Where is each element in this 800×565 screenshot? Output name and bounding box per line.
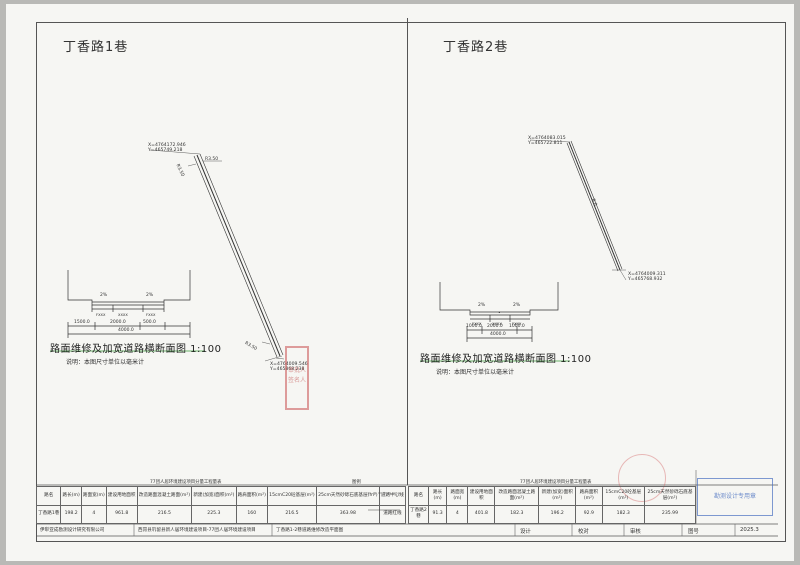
left-table-caption: 77团人居环境建设项目分量工程量表	[150, 480, 222, 485]
design-label: 设计	[520, 529, 531, 535]
left-quantity-table: 路名 路长(m) 路面宽(m) 建设用地面积 改造路面混凝土路面(m²) 新建(…	[35, 486, 407, 524]
coord-y: Y=465868.238	[270, 367, 305, 373]
table-cell: 198.2	[60, 504, 82, 524]
coord-y: Y=465722.811	[528, 141, 563, 147]
dimension-label: 1000.0	[466, 324, 482, 329]
stamp-text: 审批人	[287, 367, 306, 374]
left-section-title: 路面维修及加宽道路横断面图 1:100	[50, 344, 222, 355]
slope-label: 2%	[478, 303, 486, 308]
right-note: 说明：本图尺寸单位以毫米计	[436, 369, 515, 376]
legend-caption: 图例	[352, 480, 361, 485]
layer-label: FXXX	[96, 313, 106, 317]
table-cell: 182.3	[494, 504, 540, 524]
total-width-label: 4000.0	[490, 332, 506, 337]
table-header: 路长(m)	[60, 486, 82, 506]
table-header: 25cm天然砂砾石底基层(m²)	[643, 486, 697, 506]
check-label: 校对	[578, 529, 589, 535]
dimension-label: 500.0	[143, 320, 156, 325]
table-cell: 4	[80, 504, 107, 524]
dimension-label: 1000.0	[509, 324, 525, 329]
layer-label: FXXX	[472, 322, 482, 326]
stamp-text: 签名人	[287, 377, 306, 384]
left-note: 说明：本图尺寸单位以毫米计	[66, 359, 145, 366]
table-cell: 丁香路1巷	[35, 504, 62, 524]
coord-y: Y=465768.932	[628, 277, 663, 283]
table-row: 丁香路1巷 198.2 4 961.8 216.5 225.3 160 216.…	[35, 504, 407, 524]
table-cell: 196.2	[538, 504, 577, 524]
coord-y: Y=465749.218	[148, 148, 183, 154]
review-label: 审核	[630, 529, 641, 535]
date-label: 2025.3	[740, 527, 759, 533]
table-row: 丁香路2巷 91.3 4 401.8 182.3 196.2 92.9 182.…	[408, 504, 697, 524]
layer-label: XXXX	[118, 313, 128, 317]
left-road-title: 丁香路1巷	[63, 40, 129, 55]
company-name: 伊犁亚成勘测设计研究有限公司	[40, 528, 105, 533]
left-cross-section	[67, 270, 191, 338]
right-cross-section	[439, 282, 559, 342]
right-table-caption: 77团人居环境建设项目分量工程量表	[520, 480, 592, 485]
table-cell: 216.5	[136, 504, 193, 524]
right-section-title: 路面维修及加宽道路横断面图 1:100	[420, 354, 592, 365]
table-cell: 160	[235, 504, 269, 524]
slope-label: 2%	[146, 293, 154, 298]
slope-label: 2%	[100, 293, 108, 298]
dimension-label: 2000.0	[487, 324, 503, 329]
right-end-coordinates: X=4764009.311 Y=465768.932	[628, 272, 666, 282]
layer-label: XXXX	[492, 322, 502, 326]
approval-stamp: 审批人 签名人	[285, 346, 309, 410]
layer-label: FXXX	[146, 313, 156, 317]
right-road-title: 丁香路2巷	[443, 40, 509, 55]
coord-x: X=4764009.546	[270, 362, 308, 367]
coord-x: X=4764083.015	[528, 136, 566, 141]
table-header-row: 路名 路长(m) 路面宽(m) 建设用地面积 改造路面混凝土路面(m²) 新建(…	[408, 486, 697, 506]
project-name: 西昂县巩留县新人居环境建设项目-77团人居环境建设项目	[138, 528, 256, 533]
table-header: 路面宽(m)	[446, 486, 469, 506]
coord-x: X=4764172.946	[148, 143, 186, 148]
center-dot: •	[498, 311, 501, 316]
left-road-centerline	[196, 154, 281, 357]
right-quantity-table: 路名 路长(m) 路面宽(m) 建设用地面积 改造路面混凝土路面(m²) 新建(…	[408, 486, 697, 524]
table-cell: 丁香路2巷	[408, 504, 429, 524]
right-road-centerline	[568, 141, 621, 271]
left-end-coordinates: X=4764009.546 Y=465868.238	[270, 362, 308, 372]
sheet-label: 图号	[688, 529, 699, 535]
total-width-label: 4000.0	[118, 328, 134, 333]
table-cell: 182.3	[601, 504, 645, 524]
drawing-frame	[36, 22, 786, 542]
table-cell: 91.3	[427, 504, 448, 524]
dimension-label: 1500.0	[74, 320, 90, 325]
left-start-coordinates: X=4764172.946 Y=465749.218	[148, 143, 186, 153]
layer-label: FXXX	[512, 322, 522, 326]
table-cell: 235.99	[643, 504, 697, 524]
dimension-label: 2000.0	[110, 320, 126, 325]
right-start-coordinates: X=4764083.015 Y=465722.811	[528, 136, 566, 146]
table-cell: 道路红线	[378, 504, 407, 524]
slope-label: 2%	[513, 303, 521, 308]
coord-x: X=4764009.311	[628, 272, 666, 277]
center-divider	[407, 18, 408, 485]
table-cell: 4	[446, 504, 469, 524]
design-stamp: 勘测设计专用章	[697, 478, 773, 516]
drawing-name: 丁香路1-2巷道路维修改造平面图	[276, 528, 344, 533]
curve-radius-label: R3.50	[205, 157, 219, 162]
